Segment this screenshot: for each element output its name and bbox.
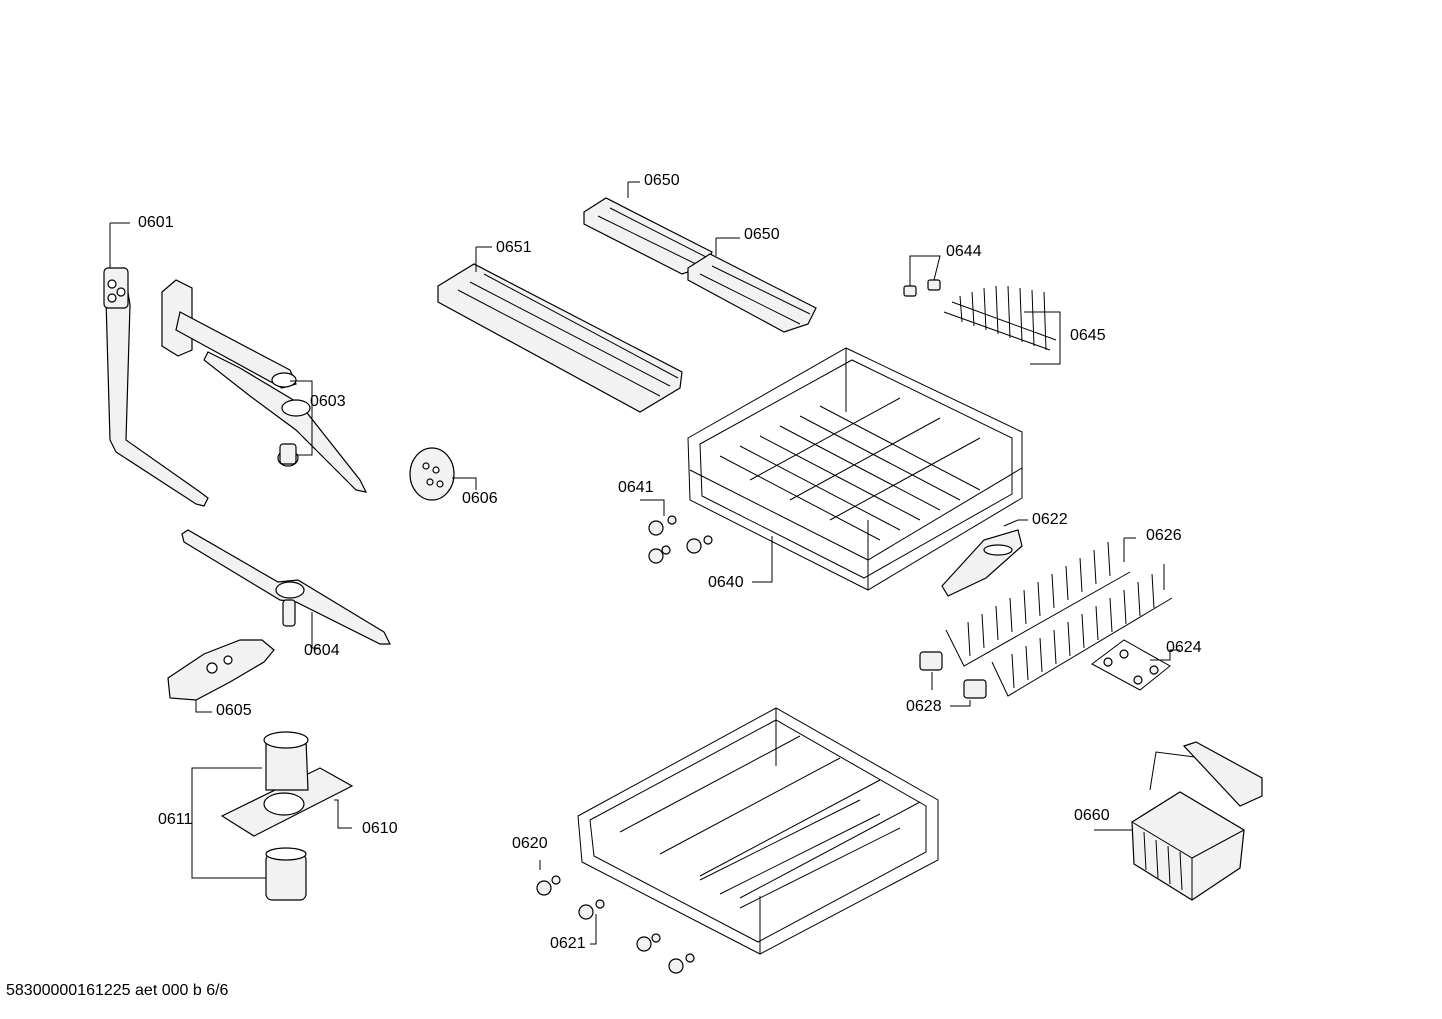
- leader-0610: [334, 799, 352, 829]
- part-0650-tray-1: [583, 197, 713, 275]
- label-0660: 0660: [1074, 807, 1110, 824]
- part-0603-upper-spray-arm: [161, 279, 368, 493]
- label-0611: 0611: [158, 811, 193, 828]
- label-0640: 0640: [708, 574, 744, 591]
- part-0611-micro-filter: [265, 847, 307, 901]
- part-0622-handle: [941, 529, 1023, 597]
- part-0626-rack-rows: [945, 541, 1173, 697]
- label-0621: 0621: [550, 935, 586, 952]
- label-0626: 0626: [1146, 527, 1182, 544]
- leader-0605: [195, 700, 212, 713]
- label-0650-second: 0650: [744, 226, 780, 243]
- label-0605: 0605: [216, 702, 252, 719]
- leader-0640: [752, 536, 773, 583]
- part-0660-cutlery-basket: [1131, 741, 1263, 901]
- label-0645: 0645: [1070, 327, 1106, 344]
- part-0628-adjusters: [919, 651, 987, 699]
- part-0621-wheels: [536, 875, 695, 974]
- leader-0621: [590, 914, 597, 945]
- part-0651-cutlery-tray: [437, 263, 683, 413]
- leader-0611: [191, 767, 266, 879]
- label-0644: 0644: [946, 243, 982, 260]
- label-0624: 0624: [1166, 639, 1202, 656]
- part-0641-wheels: [648, 515, 713, 564]
- label-0650-first: 0650: [644, 172, 680, 189]
- leader-0641: [640, 499, 665, 516]
- leader-0626: [1123, 538, 1165, 590]
- part-0644-clips: [903, 279, 941, 297]
- part-0605-filter-cover: [167, 639, 275, 701]
- part-0604-lower-spray-arm: [181, 529, 391, 645]
- part-0645-rack-insert: [943, 285, 1057, 351]
- label-0606: 0606: [462, 490, 498, 507]
- label-0610: 0610: [362, 820, 398, 837]
- label-0622: 0622: [1032, 511, 1068, 528]
- drawing-number-footer: 58300000161225 aet 000 b 6/6: [6, 982, 229, 999]
- label-0620: 0620: [512, 835, 548, 852]
- label-0601: 0601: [138, 214, 174, 231]
- leader-0622: [1003, 519, 1028, 527]
- part-0620-lower-basket: [577, 707, 939, 955]
- part-0606-disc: [409, 447, 455, 501]
- leader-0603: [290, 380, 313, 456]
- label-0628: 0628: [906, 698, 942, 715]
- leader-0624: [1150, 649, 1180, 661]
- leader-0606: [452, 477, 477, 490]
- leader-0604: [311, 612, 320, 649]
- part-0610-flat-filter: [220, 731, 354, 837]
- leader-0645: [1024, 311, 1061, 365]
- leader-0644: [909, 255, 941, 286]
- part-0650-tray-2: [687, 253, 817, 333]
- leader-0628: [931, 672, 971, 707]
- label-0603: 0603: [310, 393, 346, 410]
- part-0624-clips: [1091, 639, 1171, 691]
- label-0641: 0641: [618, 479, 654, 496]
- part-0601-feed-pipe: [103, 267, 209, 507]
- label-0604: 0604: [304, 642, 340, 659]
- label-0651: 0651: [496, 239, 532, 256]
- part-0640-upper-basket: [687, 347, 1023, 591]
